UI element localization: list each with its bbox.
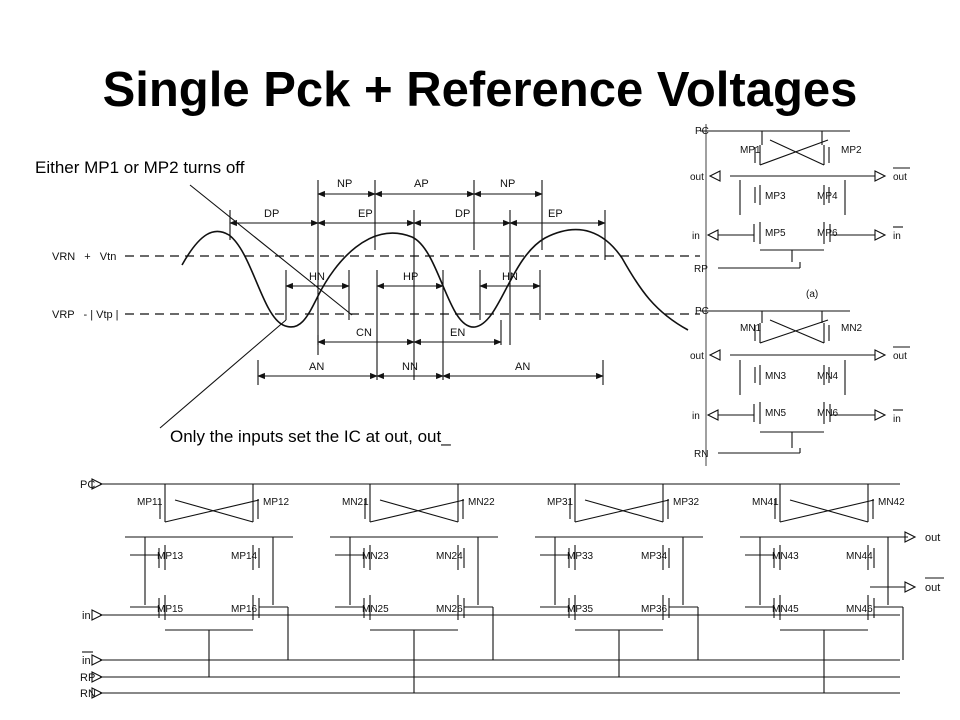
svg-text:MN5: MN5 bbox=[765, 408, 787, 419]
svg-text:PC: PC bbox=[80, 479, 95, 491]
svg-text:EN: EN bbox=[450, 327, 465, 339]
svg-text:EP: EP bbox=[358, 208, 373, 220]
transistor-label: MN23 bbox=[362, 551, 389, 562]
svg-text:RP: RP bbox=[80, 672, 95, 684]
transistor-label: MP12 bbox=[263, 497, 290, 508]
svg-text:in: in bbox=[82, 655, 91, 667]
interval-labels: NP AP NP DP EP DP EP HN HP HN CN EN AN N… bbox=[264, 178, 563, 373]
latch-schematic-b bbox=[700, 310, 887, 454]
svg-text:MN1: MN1 bbox=[740, 323, 762, 334]
timing-waveform: VRN + Vtn VRP - | Vtp | bbox=[52, 178, 700, 429]
svg-text:HN: HN bbox=[309, 271, 325, 283]
ref-label-vrp: VRP - | Vtp | bbox=[52, 309, 119, 321]
svg-text:MP3: MP3 bbox=[765, 191, 786, 202]
svg-text:(a): (a) bbox=[806, 289, 818, 300]
svg-text:in: in bbox=[893, 231, 901, 242]
interval-arrows bbox=[229, 190, 606, 380]
transistor-label: MN46 bbox=[846, 604, 873, 615]
circuit-a-labels: PC out in RP out in MP1 MP2 MP3 MP4 MP5 … bbox=[690, 126, 910, 300]
svg-text:in: in bbox=[692, 231, 700, 242]
svg-text:AN: AN bbox=[309, 361, 324, 373]
transistor-label: MP11 bbox=[137, 497, 163, 508]
svg-text:in: in bbox=[82, 610, 91, 622]
circuit-b-labels: PC out in RN out in MN1 MN2 MN3 MN4 MN5 … bbox=[690, 306, 910, 460]
sine-wave bbox=[181, 228, 689, 331]
ref-label-vrn: VRN + Vtn bbox=[52, 251, 116, 263]
pointer-line-top bbox=[189, 184, 353, 316]
svg-text:out: out bbox=[925, 532, 940, 544]
svg-text:HN: HN bbox=[502, 271, 518, 283]
svg-text:MN4: MN4 bbox=[817, 371, 839, 382]
svg-text:MP4: MP4 bbox=[817, 191, 838, 202]
svg-text:MP6: MP6 bbox=[817, 228, 838, 239]
svg-text:out: out bbox=[690, 172, 704, 183]
latch-schematic-a bbox=[700, 124, 887, 466]
transistor-label: MN25 bbox=[362, 604, 389, 615]
annotation-top: Either MP1 or MP2 turns off bbox=[35, 158, 245, 177]
transistor-label: MN41 bbox=[752, 497, 779, 508]
svg-text:out: out bbox=[893, 351, 907, 362]
pointer-line-bottom bbox=[159, 319, 287, 429]
transistor-label: MP31 bbox=[547, 497, 574, 508]
transistor-label: MP15 bbox=[157, 604, 184, 615]
svg-text:in: in bbox=[893, 414, 901, 425]
transistor-label: MN22 bbox=[468, 497, 495, 508]
slide-title: Single Pck + Reference Voltages bbox=[102, 63, 858, 117]
svg-text:in: in bbox=[692, 411, 700, 422]
transistor-label: MP36 bbox=[641, 604, 668, 615]
svg-text:HP: HP bbox=[403, 271, 418, 283]
svg-text:RN: RN bbox=[80, 688, 96, 700]
svg-text:NN: NN bbox=[402, 361, 418, 373]
transistor-label: MP13 bbox=[157, 551, 184, 562]
svg-text:NP: NP bbox=[337, 178, 352, 190]
svg-text:RN: RN bbox=[694, 449, 708, 460]
svg-text:DP: DP bbox=[264, 208, 279, 220]
svg-text:CN: CN bbox=[356, 327, 372, 339]
svg-text:EP: EP bbox=[548, 208, 563, 220]
svg-text:MP2: MP2 bbox=[841, 145, 862, 156]
transistor-label: MN42 bbox=[878, 497, 905, 508]
svg-text:out: out bbox=[690, 351, 704, 362]
transistor-label: MN44 bbox=[846, 551, 873, 562]
transistor-label: MN43 bbox=[772, 551, 799, 562]
transistor-label: MP34 bbox=[641, 551, 668, 562]
svg-text:PC: PC bbox=[695, 126, 709, 137]
svg-text:MP5: MP5 bbox=[765, 228, 786, 239]
svg-text:PC: PC bbox=[695, 306, 709, 317]
transistor-label: MN21 bbox=[342, 497, 369, 508]
transistor-label: MN24 bbox=[436, 551, 463, 562]
svg-text:out: out bbox=[893, 172, 907, 183]
svg-text:out: out bbox=[925, 582, 940, 594]
transistor-label: MP33 bbox=[567, 551, 594, 562]
svg-text:MN6: MN6 bbox=[817, 408, 839, 419]
chain-pin-labels: PC in in RP RN out out bbox=[80, 479, 944, 700]
svg-text:MN2: MN2 bbox=[841, 323, 863, 334]
transistor-label: MN45 bbox=[772, 604, 799, 615]
transistor-label: MP32 bbox=[673, 497, 700, 508]
svg-text:AP: AP bbox=[414, 178, 429, 190]
svg-text:RP: RP bbox=[694, 264, 708, 275]
svg-text:DP: DP bbox=[455, 208, 470, 220]
transistor-label: MP14 bbox=[231, 551, 258, 562]
transistor-label: MN26 bbox=[436, 604, 463, 615]
svg-text:NP: NP bbox=[500, 178, 515, 190]
svg-text:MN3: MN3 bbox=[765, 371, 787, 382]
transistor-label: MP16 bbox=[231, 604, 258, 615]
annotation-bottom: Only the inputs set the IC at out, out_ bbox=[170, 427, 451, 446]
svg-text:AN: AN bbox=[515, 361, 530, 373]
transistor-label: MP35 bbox=[567, 604, 594, 615]
svg-text:MP1: MP1 bbox=[740, 145, 761, 156]
